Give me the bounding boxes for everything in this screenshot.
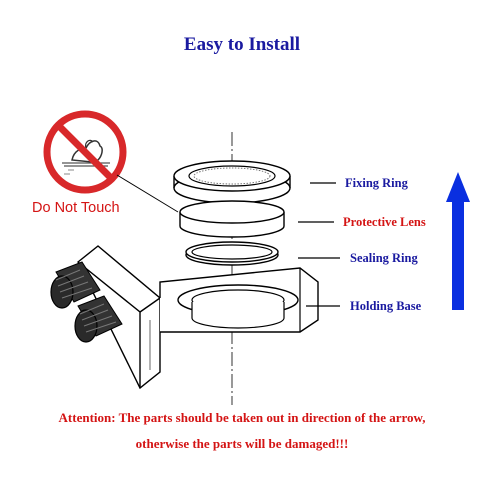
up-arrow-icon bbox=[446, 172, 470, 310]
knob-lower bbox=[74, 295, 123, 343]
label-fixing-ring: Fixing Ring bbox=[345, 176, 408, 190]
holding-base bbox=[50, 245, 319, 390]
fixing-ring bbox=[173, 160, 291, 204]
no-touch-icon bbox=[43, 110, 127, 194]
label-sealing-ring: Sealing Ring bbox=[350, 251, 418, 265]
page-title: Easy to Install bbox=[183, 34, 301, 55]
knob-upper bbox=[50, 261, 101, 309]
protective-lens bbox=[179, 200, 285, 238]
sealing-ring bbox=[185, 241, 279, 266]
label-protective-lens: Protective Lens bbox=[343, 215, 426, 229]
label-holding-base: Holding Base bbox=[350, 299, 422, 313]
do-not-touch-caption: Do Not Touch bbox=[32, 200, 120, 216]
attention-line-1: Attention: The parts should be taken out… bbox=[58, 410, 426, 425]
attention-line-2: otherwise the parts will be damaged!!! bbox=[135, 436, 349, 451]
